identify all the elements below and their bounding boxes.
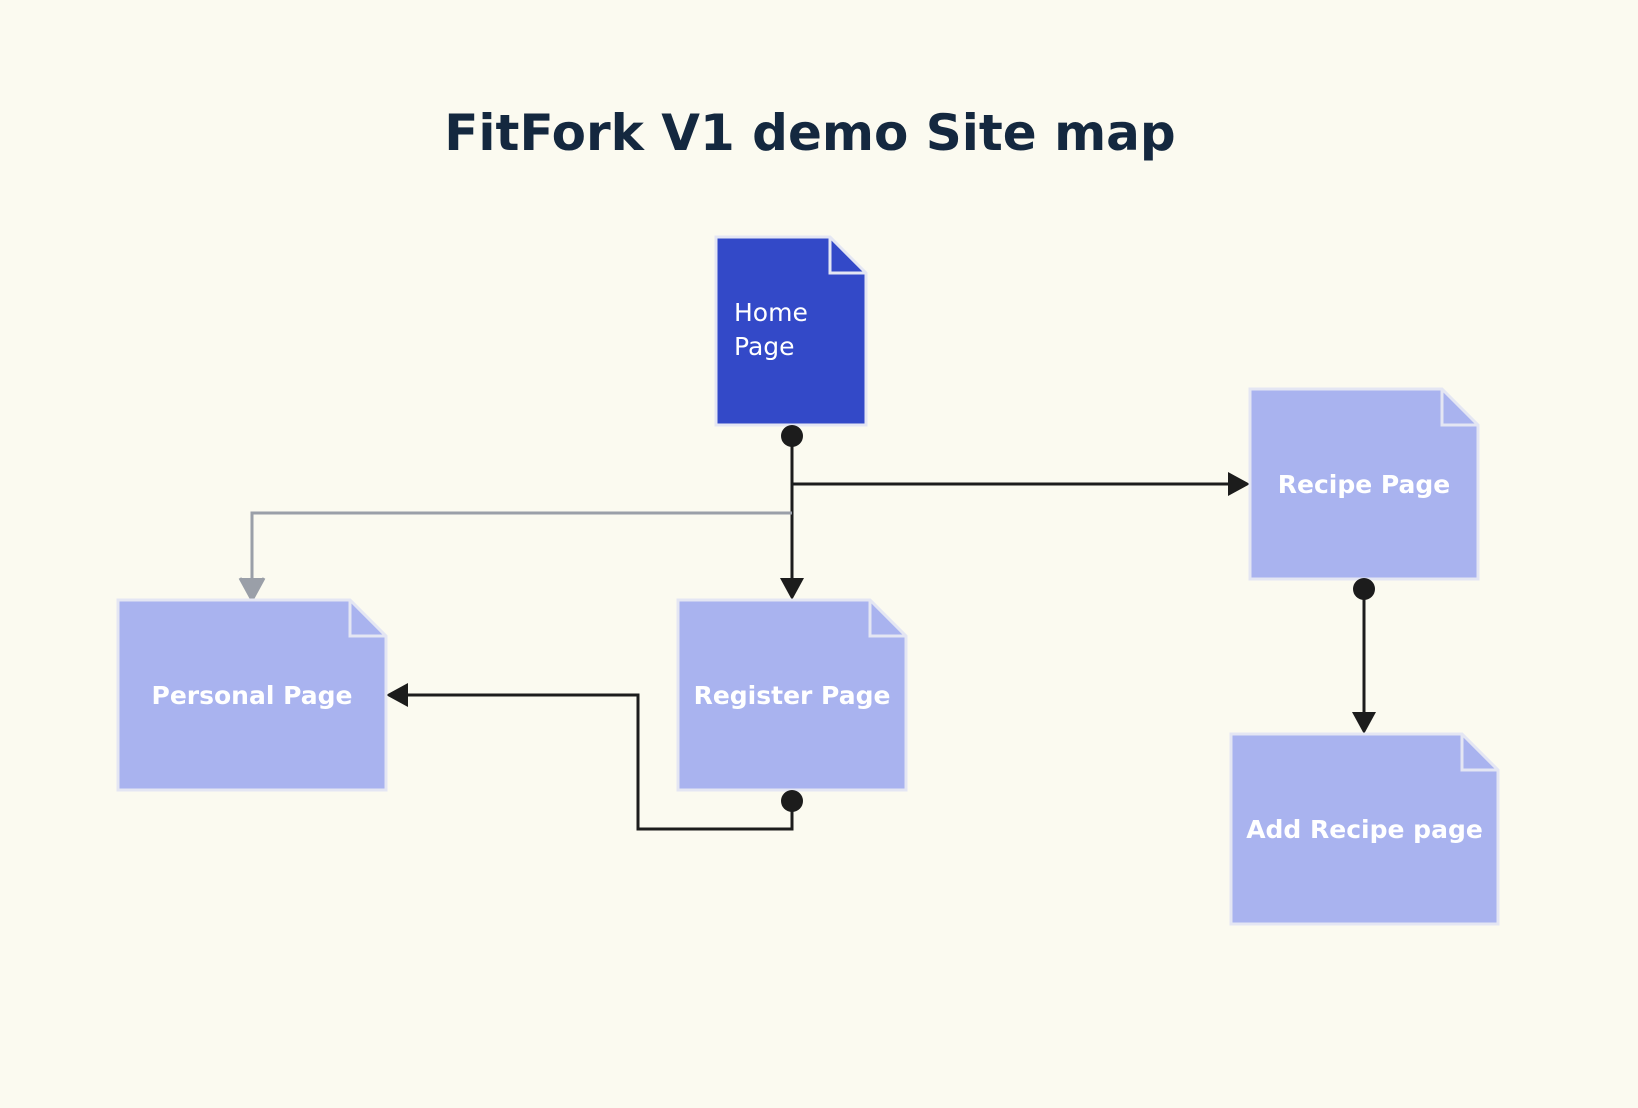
edge-home-to-personal xyxy=(250,511,792,578)
node-label: Personal Page xyxy=(152,681,353,710)
node-personal[interactable]: Personal Page xyxy=(116,598,388,792)
diagram-title: FitFork V1 demo Site map xyxy=(444,104,1176,162)
document-shape xyxy=(676,598,908,792)
page-fold-corner xyxy=(348,600,386,638)
node-label: Recipe Page xyxy=(1278,470,1451,499)
edge-register-to-personal xyxy=(408,693,794,831)
arrowhead-recipe-to-add_recipe xyxy=(1352,712,1376,734)
connector-dot-home xyxy=(781,425,803,447)
connector-dot-recipe xyxy=(1353,578,1375,600)
arrowhead-home-to-personal xyxy=(238,577,266,604)
arrowhead-home-to-recipe xyxy=(1228,472,1250,496)
page-fold-corner xyxy=(1440,389,1478,427)
document-shape xyxy=(1229,732,1500,926)
node-add-recipe[interactable]: Add Recipe page xyxy=(1229,732,1500,926)
node-label: Add Recipe page xyxy=(1246,815,1483,844)
connector-dot-register xyxy=(781,790,803,812)
document-shape xyxy=(714,235,868,427)
node-recipe[interactable]: Recipe Page xyxy=(1248,387,1480,581)
node-label: Page xyxy=(734,332,795,361)
page-fold-corner xyxy=(828,237,866,275)
edge-home-to-recipe xyxy=(790,436,1228,486)
page-fold-corner xyxy=(868,600,906,638)
arrowhead-home-to-register xyxy=(780,578,804,600)
arrowhead-register-to-personal xyxy=(386,683,408,707)
document-shape xyxy=(116,598,388,792)
document-shape xyxy=(1248,387,1480,581)
page-fold-corner xyxy=(1460,734,1498,772)
node-label: Home xyxy=(734,298,808,327)
node-label: Register Page xyxy=(694,681,891,710)
node-register[interactable]: Register Page xyxy=(676,598,908,792)
